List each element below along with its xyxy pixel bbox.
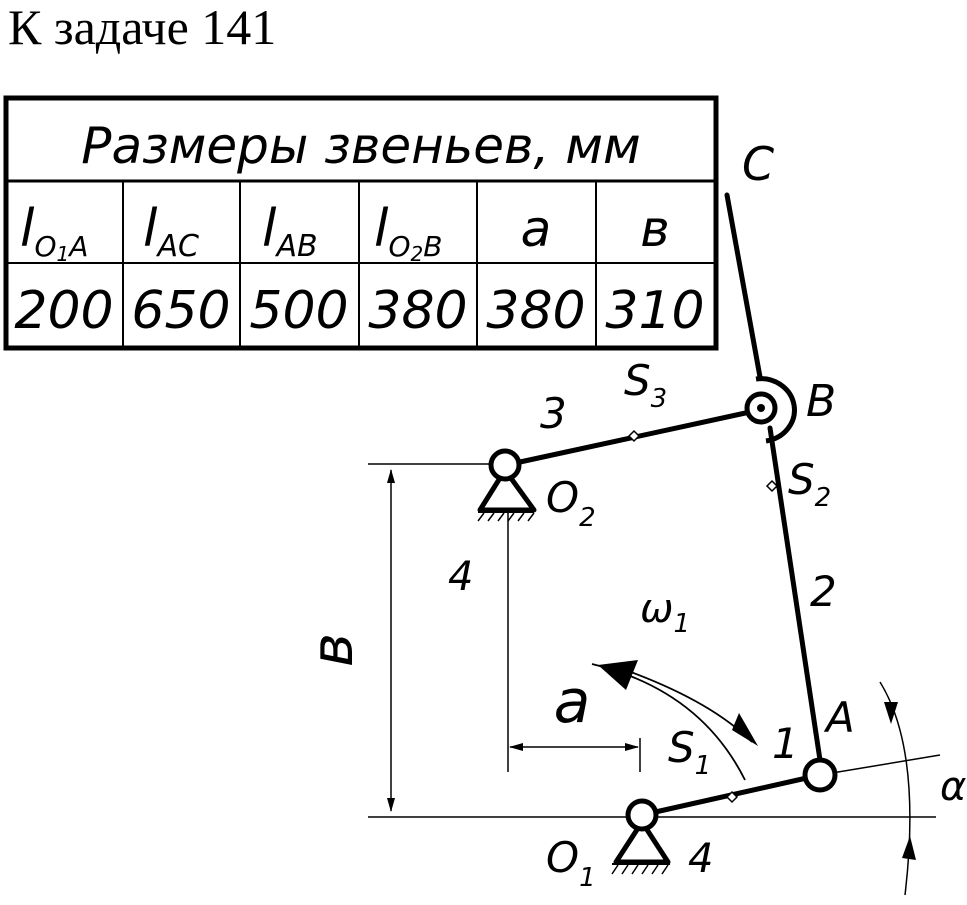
dimension-a: a <box>509 667 639 751</box>
link-2-coupler-lower <box>767 425 823 763</box>
joint-a <box>802 757 838 793</box>
column-header-lab: lAB <box>262 199 318 264</box>
support-o1 <box>611 798 671 875</box>
alpha-label: α <box>940 764 966 810</box>
joint-o2 <box>488 448 522 482</box>
label-s2: S2 <box>788 455 831 513</box>
value-lab: 500 <box>249 281 348 341</box>
label-a: A <box>823 693 855 742</box>
column-header-lo1a: lO1A <box>20 199 88 266</box>
mass-center-s1 <box>725 790 739 804</box>
value-lo1a: 200 <box>14 281 113 341</box>
table-header: Размеры звеньев, мм <box>81 117 640 175</box>
angular-velocity-arrow: ω1 <box>591 586 758 781</box>
label-ground-o1: 4 <box>688 836 713 882</box>
page-title: К задаче 141 <box>8 0 277 55</box>
joint-b-housing <box>755 376 797 444</box>
column-header-b: в <box>640 200 669 258</box>
label-o1: O1 <box>546 833 596 893</box>
label-ground-o2: 4 <box>448 554 473 600</box>
label-o2: O2 <box>546 473 596 533</box>
dim-a-label: a <box>554 667 591 737</box>
omega-label: ω1 <box>640 586 690 639</box>
column-header-a: a <box>521 200 552 258</box>
label-link-3: 3 <box>540 389 567 438</box>
mass-center-s3 <box>627 429 641 443</box>
label-c: C <box>742 137 774 191</box>
label-link-1: 1 <box>772 719 799 768</box>
label-link-2: 2 <box>810 567 837 616</box>
support-o2 <box>477 448 537 522</box>
label-b: B <box>806 376 836 427</box>
dimensions-table: Размеры звеньев, мм lO1A lAC lAB lO2B a … <box>3 95 719 351</box>
link-2-coupler-upper <box>724 192 763 380</box>
dim-b-label: в <box>298 633 366 667</box>
construction-lines <box>368 463 941 818</box>
joint-b-center <box>757 404 765 412</box>
value-lo2b: 380 <box>368 281 467 341</box>
dimension-b: в <box>298 469 395 812</box>
value-b: 310 <box>605 281 704 341</box>
label-s3: S3 <box>624 356 667 414</box>
joint-o1 <box>625 798 659 832</box>
column-header-lo2b: lO2B <box>374 199 442 266</box>
column-header-lac: lAC <box>143 199 199 264</box>
label-s1: S1 <box>668 723 711 781</box>
value-lac: 650 <box>131 281 230 341</box>
mass-center-s2 <box>765 479 779 493</box>
angle-alpha: α <box>879 681 966 896</box>
value-a: 380 <box>486 281 585 341</box>
